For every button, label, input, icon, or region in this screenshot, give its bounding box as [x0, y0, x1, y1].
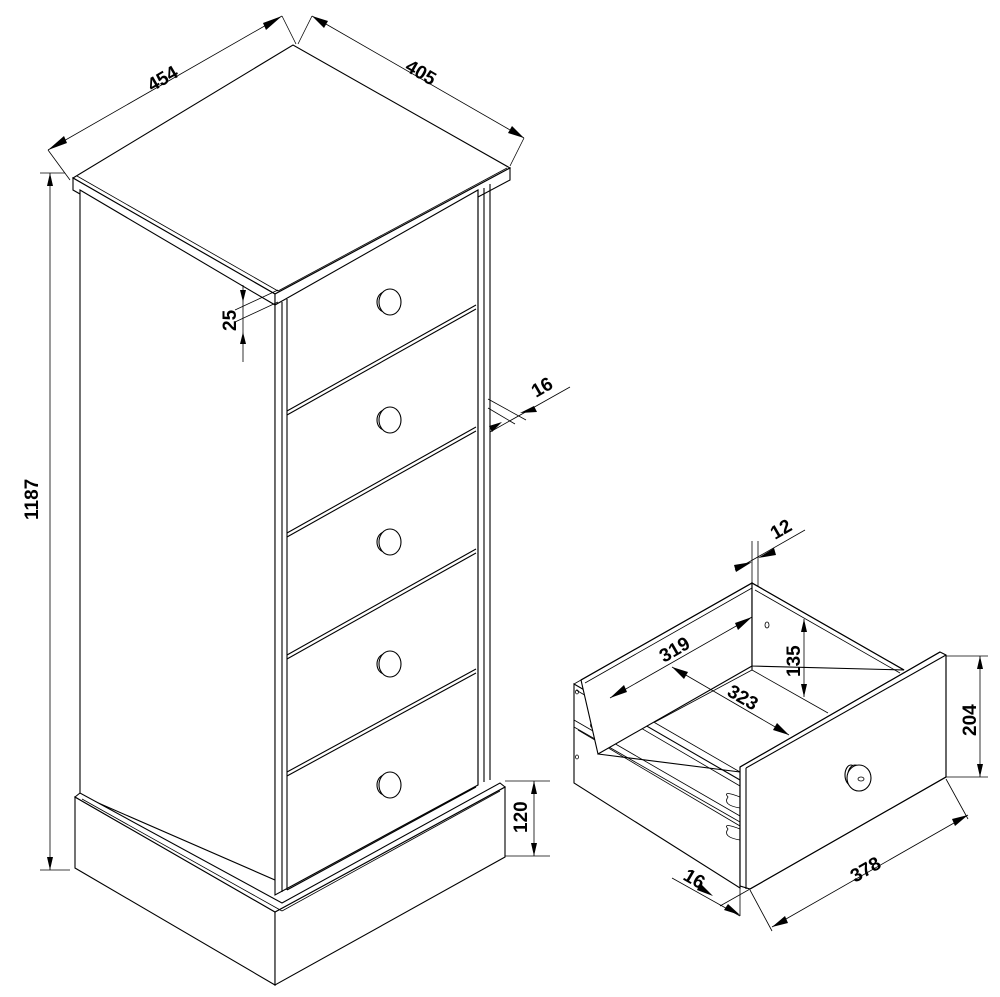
dimension-drawer-inner-height: 135: [784, 619, 807, 697]
drawer-detail: [573, 582, 947, 890]
dimension-drawer-inner-depth-label: 323: [724, 681, 762, 715]
dimension-drawer-front-width-label: 378: [847, 853, 885, 887]
knob-icon: [376, 406, 402, 434]
drawer-back-and-floor: [580, 582, 905, 773]
dimension-drawer-front-width: 378: [749, 778, 969, 932]
drawer-dimensions: 12 319 323 135: [609, 516, 988, 932]
chest-dimensions: 454 405 1187 25: [22, 15, 571, 871]
knob-icon: [376, 650, 402, 678]
dimension-top-thickness-label: 25: [220, 309, 241, 331]
drawer-dividers: [286, 304, 477, 891]
dimension-side-thickness: 16: [487, 374, 571, 433]
chest-top-panel: [71, 44, 512, 306]
knob-icon: [376, 771, 402, 799]
dimension-height-label: 1187: [22, 479, 43, 520]
chest-side-panel: [79, 189, 276, 881]
knob-icon: [376, 288, 402, 316]
dimension-drawer-front-height-label: 204: [960, 704, 981, 736]
dimension-height: 1187: [22, 172, 70, 871]
dimension-width-label: 454: [144, 62, 182, 96]
dimension-drawer-front-height: 204: [946, 655, 988, 778]
chest-plinth: [74, 782, 506, 986]
drawer-knobs: [376, 288, 402, 799]
knob-icon: [844, 764, 872, 792]
dimension-depth-label: 405: [402, 56, 440, 90]
dimension-drawer-inner-height-label: 135: [784, 645, 805, 677]
knob-icon: [376, 528, 402, 556]
chest-of-drawers: [71, 44, 512, 986]
dimension-drawer-side-thickness-label: 12: [767, 516, 796, 545]
dimension-side-thickness-label: 16: [528, 374, 557, 403]
drawer-front-panel: [739, 651, 947, 890]
dimension-drawer-side-thickness: 12: [734, 516, 806, 586]
dimension-plinth-height-label: 120: [511, 801, 532, 833]
dimension-plinth-height: 120: [505, 780, 550, 857]
dimension-top-thickness: 25: [220, 285, 279, 362]
